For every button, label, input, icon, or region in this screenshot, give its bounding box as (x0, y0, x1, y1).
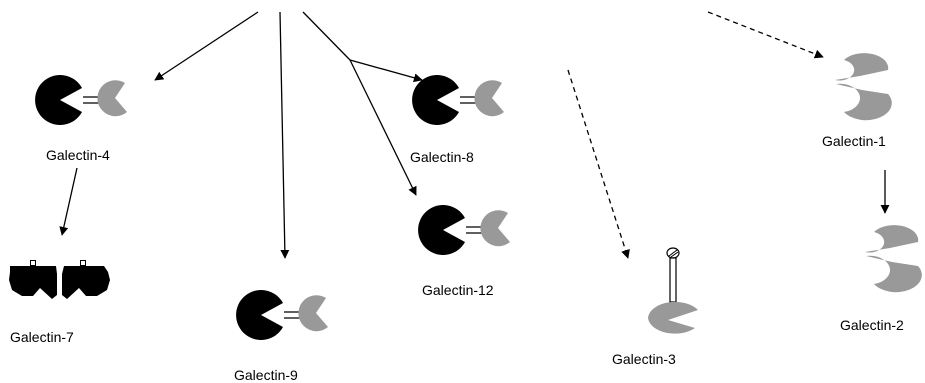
galectin-3-head-hatch (668, 249, 678, 257)
dark-domain-shape (236, 290, 283, 340)
arrow-trunk-galectin-8-12 (302, 11, 351, 61)
galectin-2-label: Galectin-2 (840, 317, 904, 333)
dashed-arrow-to-galectin-3 (567, 69, 630, 259)
galectin-1-label: Galectin-1 (822, 133, 886, 149)
arrow-galectin-4-to-7 (59, 167, 78, 236)
galectin-12-molecule (418, 205, 510, 255)
galectin-12-label: Galectin-12 (422, 282, 494, 298)
galectin-3-head-hatch (670, 251, 679, 258)
galectin-1-bottom-domain (836, 83, 892, 121)
galectin-4-label: Galectin-4 (46, 147, 110, 163)
galectin-8-molecule (412, 75, 504, 126)
galectin-7-right-domain (62, 260, 110, 299)
galectin-9-label: Galectin-9 (234, 367, 298, 383)
arrow-to-galectin-4 (154, 11, 259, 81)
galectin-2-bottom-domain (866, 255, 922, 293)
galectin-8-label: Galectin-8 (410, 149, 474, 165)
dark-domain-shape (412, 75, 459, 126)
arrow-to-galectin-9 (279, 11, 290, 259)
galectin-3-molecule (648, 247, 698, 334)
galectin-1-top-domain (835, 53, 889, 81)
arrow-to-galectin-8 (349, 59, 423, 83)
light-domain-shape (480, 210, 510, 247)
arrow-to-galectin-12 (349, 59, 417, 196)
galectin-7-molecule (9, 260, 110, 299)
arrows (59, 11, 890, 259)
galectin-9-molecule (236, 290, 328, 340)
galectin-7-label: Galectin-7 (10, 329, 74, 345)
galectin-7-left-domain (9, 260, 57, 299)
dashed-arrow-to-galectin-1 (707, 11, 824, 59)
galectin-3-crd (648, 301, 698, 334)
galectin-2-top-domain (865, 225, 919, 253)
galectin-7-left-tab (31, 261, 35, 265)
dark-domain-shape (418, 205, 465, 255)
light-domain-shape (298, 295, 328, 332)
galectin-3-label: Galectin-3 (612, 351, 676, 367)
dark-domain-shape (35, 75, 82, 126)
light-domain-shape (474, 80, 504, 117)
galectin-3-stalk (669, 257, 677, 303)
light-domain-shape (97, 80, 127, 117)
galectin-2-molecule (865, 225, 922, 293)
galectin-7-right-tab (81, 261, 85, 265)
galectin-1-molecule (835, 53, 892, 121)
galectin-4-molecule (35, 75, 127, 126)
